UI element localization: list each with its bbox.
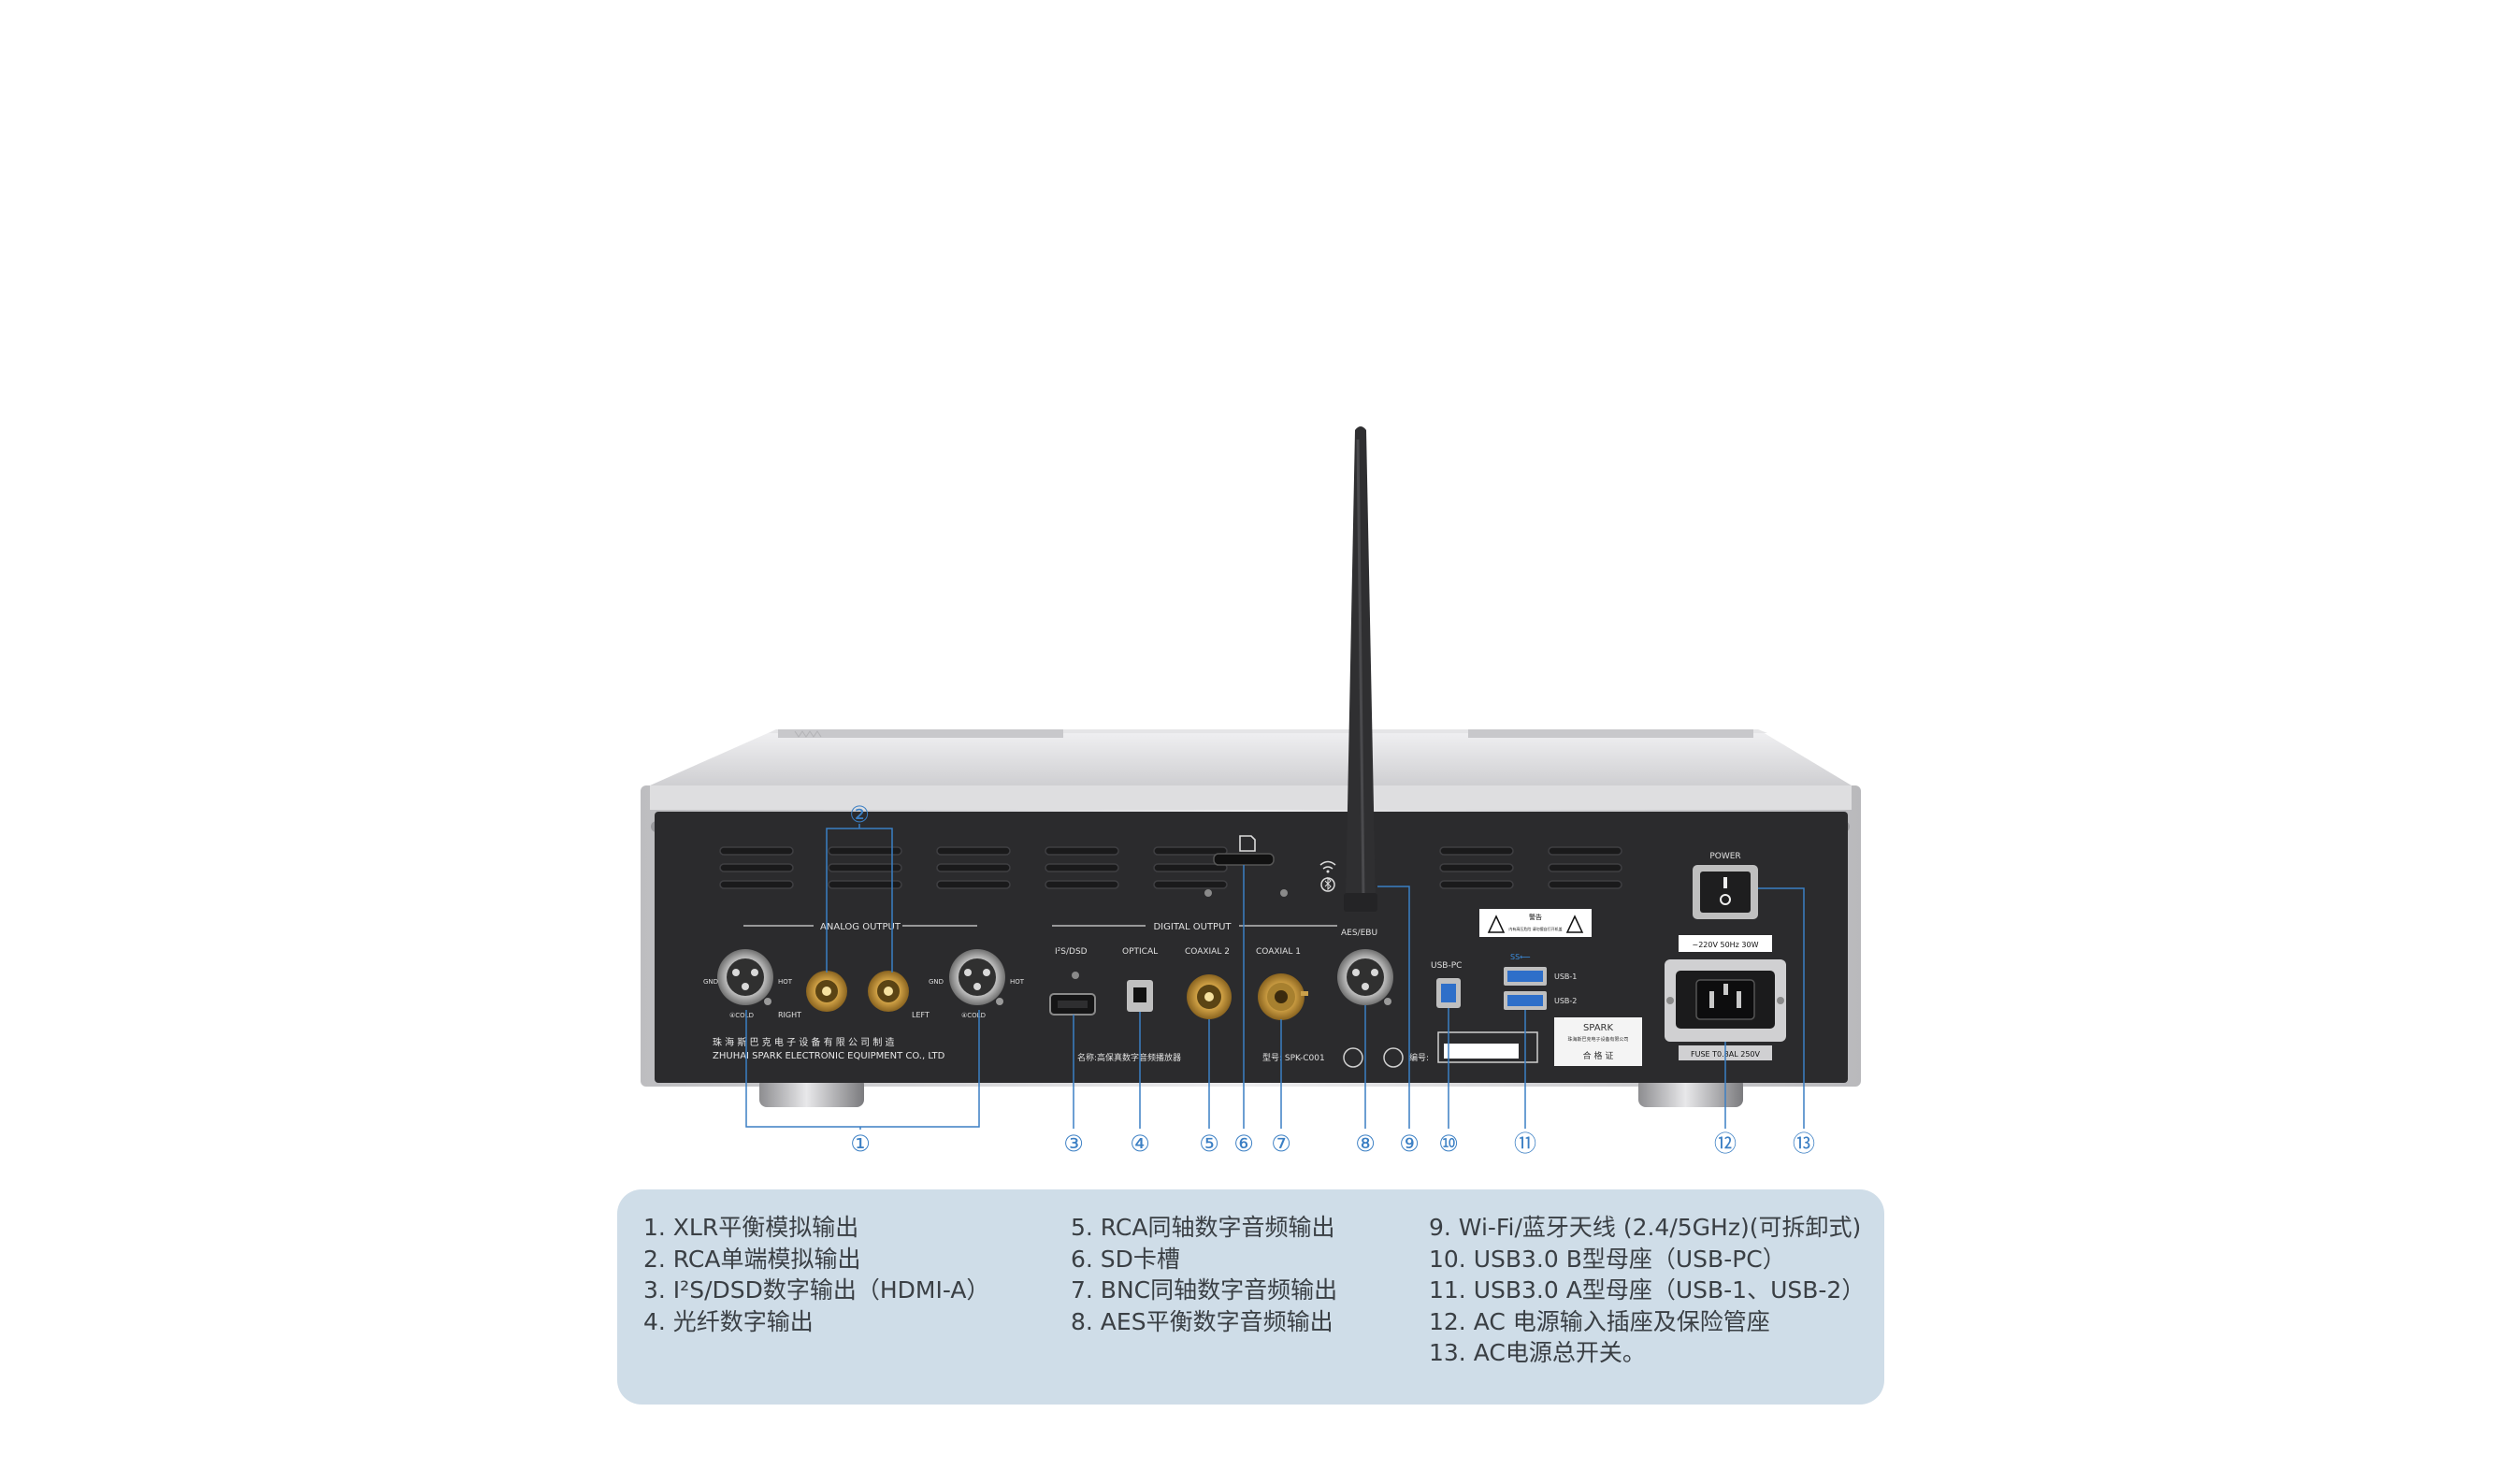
- rca-output-left: [868, 971, 909, 1012]
- legend-column-1: 1. XLR平衡模拟输出 2. RCA单端模拟输出 3. I²S/DSD数字输出…: [643, 1212, 989, 1337]
- model-label: 型号: SPK-C001: [1262, 1053, 1325, 1063]
- callout-numbers: ① ② ③ ④ ⑤ ⑥ ⑦ ⑧ ⑨ ⑩ ⑪ ⑫ ⑬: [849, 801, 1815, 1157]
- legend-item: 3. I²S/DSD数字输出（HDMI-A）: [643, 1276, 990, 1304]
- serial-sticker: [1444, 1044, 1519, 1059]
- usb2-label: USB-2: [1554, 997, 1577, 1005]
- left-label: LEFT: [912, 1011, 930, 1019]
- cold-label: ④COLD: [729, 1012, 754, 1019]
- coaxial2-port: [1187, 974, 1232, 1019]
- callout-4: ④: [1130, 1131, 1150, 1157]
- callout-5: ⑤: [1199, 1131, 1219, 1157]
- legend-column-2: 5. RCA同轴数字音频输出 6. SD卡槽 7. BNC同轴数字音频输出 8.…: [1071, 1212, 1337, 1337]
- callout-13: ⑬: [1793, 1131, 1815, 1157]
- voltage-label: ~220V 50Hz 30W: [1692, 941, 1758, 949]
- legend-item: 9. Wi-Fi/蓝牙天线 (2.4/5GHz)(可拆卸式): [1429, 1214, 1862, 1241]
- usb-pc-label: USB-PC: [1431, 961, 1462, 971]
- gnd-label: GND: [703, 978, 718, 986]
- antenna: [1344, 426, 1377, 912]
- cold-label-2: ④COLD: [961, 1012, 986, 1019]
- hot-label-2: HOT: [1010, 978, 1025, 986]
- qc-sticker: SPARK 珠海斯巴克电子设备有限公司 合 格 证: [1554, 1017, 1642, 1066]
- callout-7: ⑦: [1271, 1131, 1291, 1157]
- xlr-output-left: [949, 949, 1005, 1005]
- hot-label: HOT: [778, 978, 793, 986]
- serial-label: 编号:: [1409, 1052, 1429, 1063]
- wifi-icon: [1319, 860, 1336, 870]
- callout-6: ⑥: [1233, 1131, 1254, 1157]
- rca-output-right: [806, 971, 847, 1012]
- warning-sticker: 警告 内有高压危险 请勿擅自打开机盖: [1479, 909, 1592, 937]
- warning-text: 内有高压危险 请勿擅自打开机盖: [1508, 926, 1562, 931]
- callout-3: ③: [1063, 1131, 1084, 1157]
- callout-12: ⑫: [1714, 1131, 1737, 1157]
- legend-item: 6. SD卡槽: [1071, 1245, 1180, 1273]
- coaxial2-label: COAXIAL 2: [1185, 947, 1230, 957]
- aes-xlr-port: [1337, 949, 1393, 1005]
- digital-output-label: DIGITAL OUTPUT: [1153, 922, 1232, 932]
- gnd-label-2: GND: [929, 978, 944, 986]
- brand-cn: 珠海斯巴克电子设备有限公司: [1567, 1036, 1628, 1043]
- legend-column-3: 9. Wi-Fi/蓝牙天线 (2.4/5GHz)(可拆卸式) 10. USB3.…: [1429, 1212, 1865, 1369]
- coaxial1-label: COAXIAL 1: [1256, 947, 1301, 957]
- legend-item: 4. 光纤数字输出: [643, 1307, 814, 1335]
- cert-mark-icon: [1383, 1047, 1404, 1068]
- legend-item: 2. RCA单端模拟输出: [643, 1245, 861, 1273]
- callout-10: ⑩: [1438, 1131, 1459, 1157]
- legend-item: 12. AC 电源输入插座及保险管座: [1429, 1307, 1770, 1335]
- usb1-label: USB-1: [1554, 973, 1577, 981]
- legend-item: 5. RCA同轴数字音频输出: [1071, 1214, 1335, 1241]
- optical-aperture: [1133, 987, 1146, 1002]
- serial-box: [1437, 1031, 1538, 1063]
- xlr-output-right: [717, 949, 773, 1005]
- legend-item: 8. AES平衡数字音频输出: [1071, 1307, 1333, 1335]
- brand-label: SPARK: [1583, 1023, 1614, 1033]
- rear-panel: [655, 812, 1848, 1083]
- callout-11: ⑪: [1514, 1131, 1536, 1157]
- vent-slots: [719, 846, 1622, 889]
- callout-9: ⑨: [1399, 1131, 1420, 1157]
- legend-item: 7. BNC同轴数字音频输出: [1071, 1276, 1338, 1304]
- ac-inlet: [1665, 959, 1786, 1042]
- screw-icon: [1072, 972, 1079, 979]
- aes-label: AES/EBU: [1341, 929, 1377, 938]
- legend-panel: 1. XLR平衡模拟输出 2. RCA单端模拟输出 3. I²S/DSD数字输出…: [617, 1189, 1884, 1405]
- coaxial1-bnc-port: [1258, 973, 1308, 1020]
- right-label: RIGHT: [778, 1011, 801, 1019]
- optical-label: OPTICAL: [1122, 947, 1158, 957]
- usb-superspeed-icon: SS⟵: [1510, 953, 1531, 961]
- i2s-label: I²S/DSD: [1055, 947, 1088, 957]
- product-name: 名称:高保真数字音频播放器: [1077, 1052, 1181, 1063]
- sd-card-slot: [1213, 853, 1275, 866]
- callout-1: ①: [850, 1131, 871, 1157]
- sd-card-icon: [1239, 835, 1256, 852]
- feet: [759, 1077, 1743, 1107]
- maker-cn: 珠 海 斯 巴 克 电 子 设 备 有 限 公 司 制 造: [713, 1036, 895, 1048]
- voltage-sticker: [1679, 935, 1772, 952]
- analog-output-label: ANALOG OUTPUT: [820, 922, 901, 932]
- warning-title: 警告: [1529, 913, 1542, 921]
- maker-en: ZHUHAI SPARK ELECTRONIC EQUIPMENT CO., L…: [713, 1051, 945, 1061]
- legend-item: 1. XLR平衡模拟输出: [643, 1214, 859, 1241]
- hdmi-slot: [1058, 1001, 1088, 1008]
- screw-icon: [1280, 889, 1288, 897]
- screw-icon: [1204, 889, 1212, 897]
- qc-label: 合 格 证: [1583, 1050, 1614, 1061]
- power-label: POWER: [1709, 852, 1740, 861]
- callout-8: ⑧: [1355, 1131, 1376, 1157]
- callout-leaders: [745, 824, 1805, 1130]
- legend-item: 11. USB3.0 A型母座（USB-1、USB-2）: [1429, 1276, 1866, 1304]
- legend-item: 13. AC电源总开关。: [1429, 1339, 1646, 1366]
- ccc-mark-icon: [1343, 1047, 1363, 1068]
- callout-2: ②: [849, 801, 870, 828]
- legend-item: 10. USB3.0 B型母座（USB-PC）: [1429, 1245, 1786, 1273]
